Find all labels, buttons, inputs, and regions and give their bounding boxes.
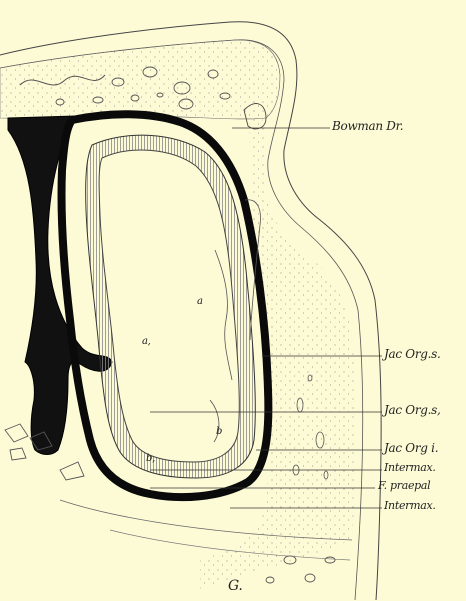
label-bowman-dr: Bowman Dr.	[332, 119, 403, 133]
label-jac-org-s-2: Jac Org.s,	[384, 403, 441, 417]
label-b: b	[216, 426, 222, 437]
label-intermax-1: Intermax.	[384, 461, 436, 474]
cranial-bone-region	[0, 40, 280, 119]
label-a: a	[197, 296, 203, 307]
label-jac-org-s-1: Jac Org.s.	[384, 347, 441, 361]
label-jac-org-i: Jac Org i.	[384, 441, 438, 455]
label-intermax-2: Intermax.	[384, 499, 436, 512]
figure-caption: G.	[228, 578, 243, 594]
label-b1: b,	[146, 453, 155, 464]
label-a1: a,	[142, 336, 151, 347]
label-f-praepal: F. praepal	[378, 479, 430, 492]
